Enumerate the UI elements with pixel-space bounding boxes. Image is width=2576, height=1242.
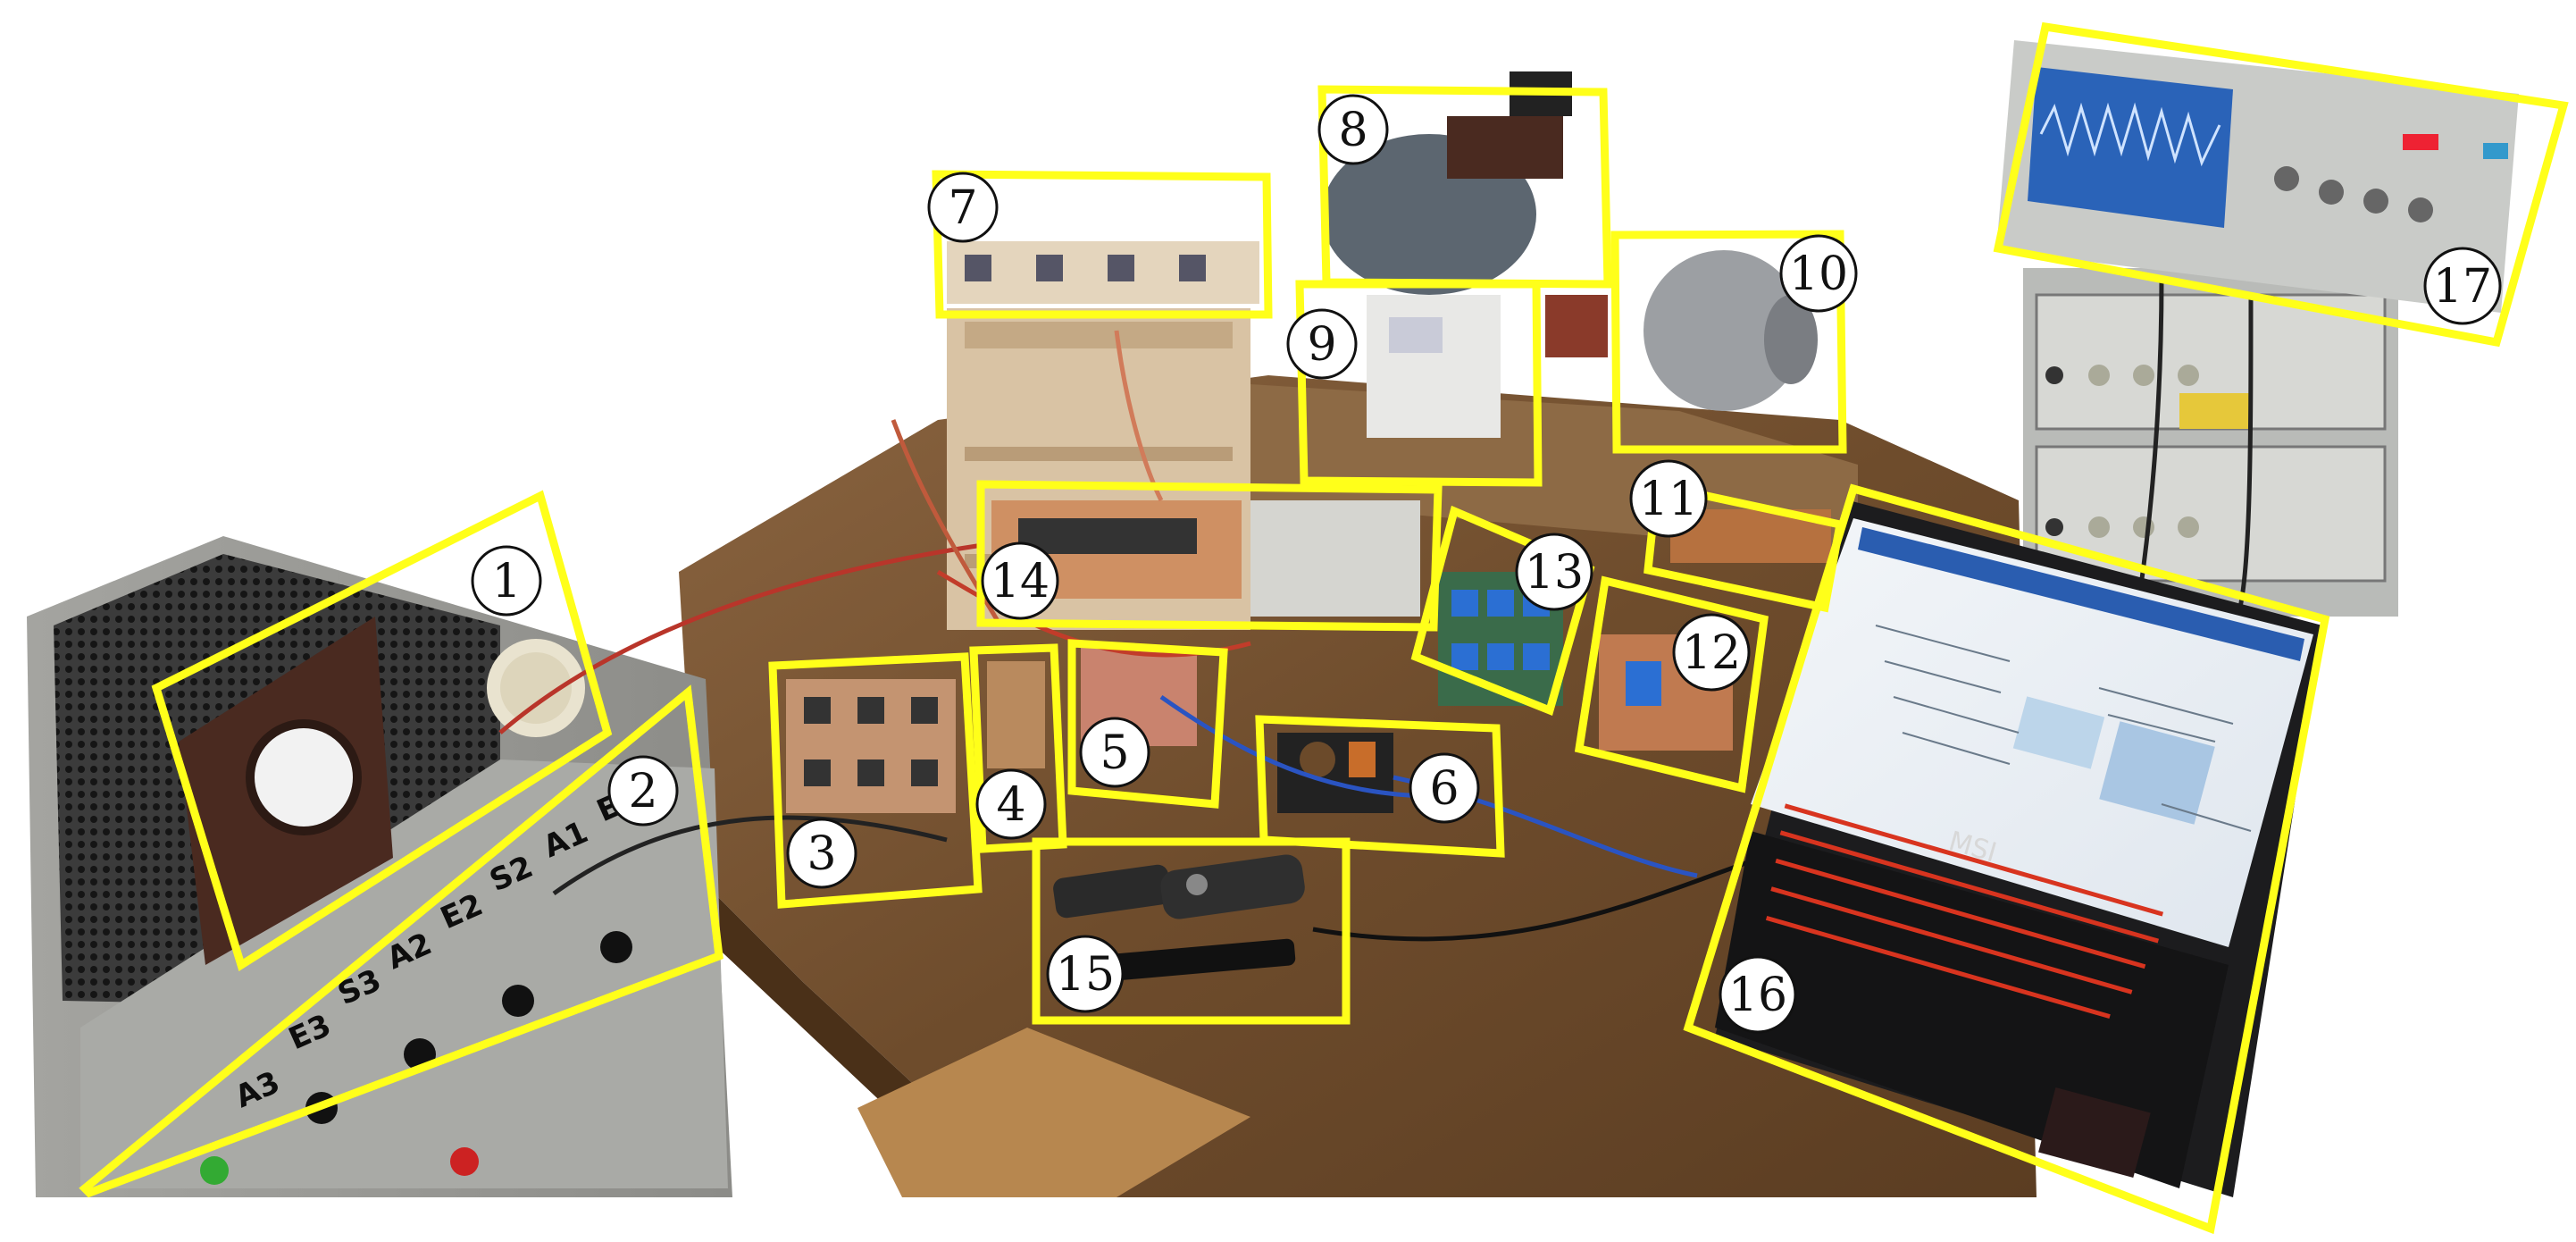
highlight-box-1: [151, 490, 613, 971]
marker-7-label: 7: [948, 181, 977, 235]
pcb-board-7: [947, 241, 1259, 304]
photo-background: A3 E3 S3 A2 E2 S2 A1 E1: [27, 40, 2519, 1197]
power-module-14: [1250, 500, 1420, 617]
marker-4-label: 4: [996, 778, 1025, 832]
marker-12-label: 12: [1682, 626, 1741, 680]
laptop-keyboard: [1715, 831, 2229, 1188]
highlight-box-7: [932, 170, 1273, 319]
dc-machine-10: [1643, 250, 1804, 411]
highlight-box-9: [1295, 280, 1543, 487]
highlight-box-14: [976, 480, 1443, 632]
marker-16-label: 16: [1728, 969, 1787, 1022]
highlight-box-17: [1993, 21, 2569, 348]
highlight-box-3: [768, 652, 983, 909]
marker-9-label: 9: [1307, 318, 1336, 372]
cabinet-front-panel: [80, 759, 728, 1188]
highlight-box-12: [1574, 575, 1769, 793]
marker-9: 9: [1286, 308, 1358, 380]
marker-13-label: 13: [1525, 546, 1584, 600]
marker-15-label: 15: [1056, 948, 1115, 1002]
marker-14: 14: [981, 541, 1059, 620]
current-probe-15: [1053, 854, 1305, 983]
highlight-box-2: [79, 684, 723, 1198]
marker-1-label: 1: [491, 555, 521, 608]
marker-11: 11: [1629, 459, 1708, 538]
marker-16: 16: [1719, 955, 1797, 1034]
marker-4: 4: [975, 768, 1047, 840]
pcb-board-4: [987, 661, 1045, 768]
marker-8-label: 8: [1338, 104, 1367, 157]
highlight-box-8: [1317, 85, 1612, 289]
marker-3-label: 3: [807, 827, 836, 881]
marker-5: 5: [1079, 717, 1150, 788]
marker-12: 12: [1672, 613, 1751, 692]
highlight-box-11: [1643, 480, 1845, 613]
highlight-box-15: [1032, 837, 1351, 1025]
floor-bench: [857, 1028, 1250, 1197]
marker-10-label: 10: [1789, 248, 1848, 301]
marker-6: 6: [1409, 752, 1480, 824]
laptop-16: MSI: [1715, 500, 2322, 1197]
marker-14-label: 14: [991, 555, 1050, 608]
motor-drive-9: [1367, 295, 1501, 438]
marker-10: 10: [1779, 234, 1858, 313]
marker-13: 13: [1515, 533, 1593, 611]
highlight-box-10: [1610, 230, 1847, 454]
marker-17-label: 17: [2433, 260, 2492, 314]
highlight-box-16: [1683, 483, 2330, 1235]
highlight-boxes: [79, 21, 2569, 1235]
marker-8: 8: [1317, 94, 1389, 165]
highlight-box-6: [1255, 715, 1505, 858]
marker-6-label: 6: [1429, 762, 1459, 816]
marker-2-label: 2: [628, 765, 657, 818]
marker-15: 15: [1046, 935, 1125, 1013]
highlight-box-5: [1067, 639, 1228, 809]
marker-17: 17: [2423, 247, 2502, 325]
marker-11-label: 11: [1639, 473, 1698, 526]
marker-3: 3: [786, 818, 857, 889]
marker-2: 2: [607, 755, 679, 827]
marker-1: 1: [471, 545, 542, 617]
marker-5-label: 5: [1100, 726, 1129, 780]
marker-7: 7: [927, 172, 999, 243]
oscilloscope-screen: [2028, 67, 2233, 228]
number-markers: 1 2 3 4 5 6 7 8: [471, 94, 2502, 1034]
